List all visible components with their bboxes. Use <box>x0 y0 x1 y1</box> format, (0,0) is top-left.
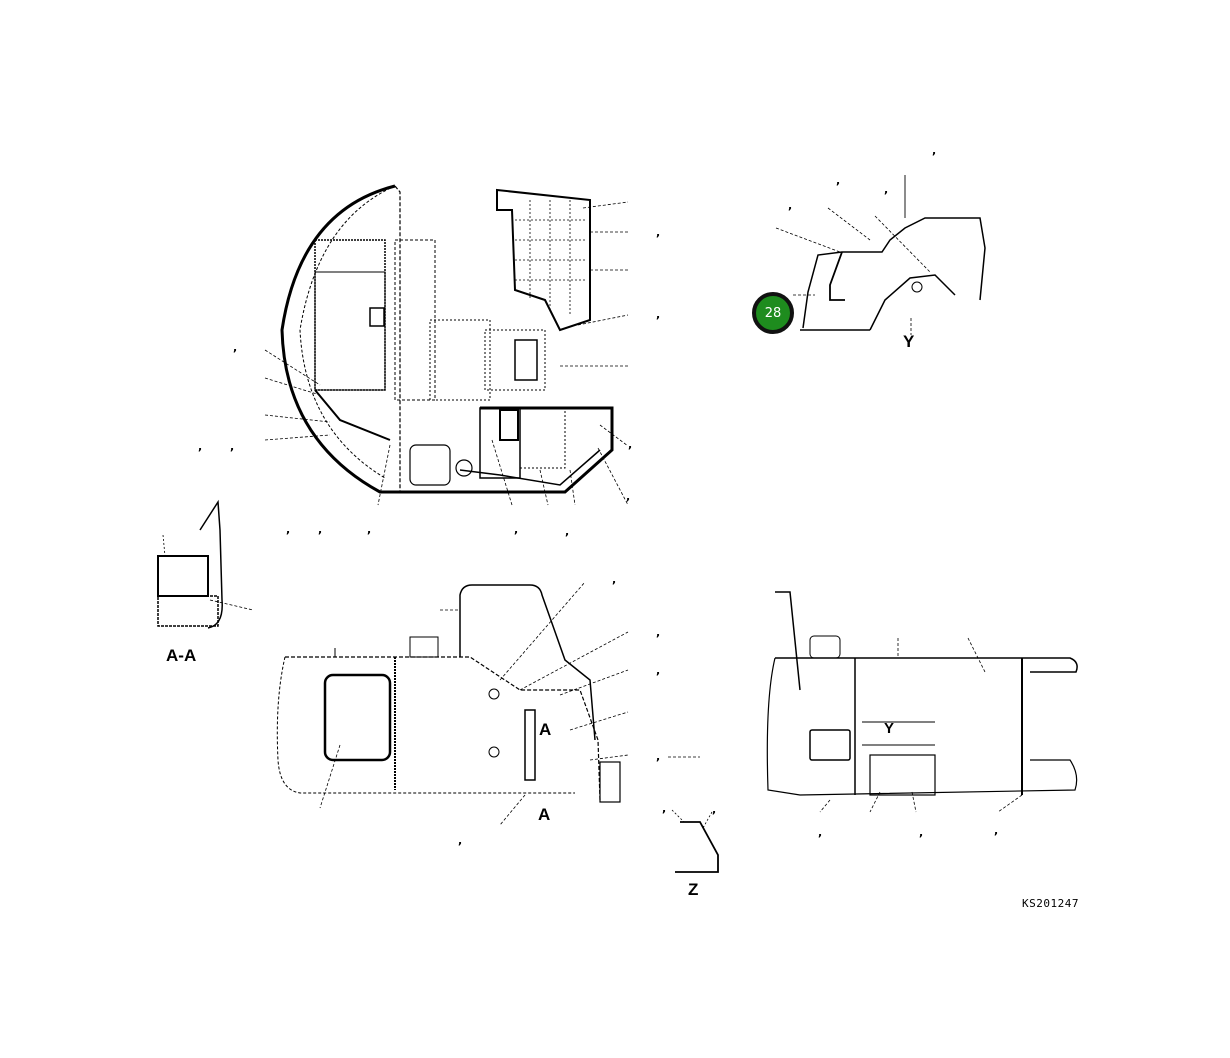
callout-number: 28 <box>764 305 782 321</box>
leader-tick: , <box>612 573 617 586</box>
leader-tick: , <box>656 308 661 321</box>
section-marker-upper: A <box>539 720 552 739</box>
leader-tick: , <box>836 174 841 187</box>
leader-tick: , <box>514 523 519 536</box>
document-code: KS201247 <box>1022 897 1079 910</box>
leader-tick: , <box>919 826 924 839</box>
top-view-drawing <box>264 184 629 506</box>
side-view-left-drawing <box>276 581 700 826</box>
leader-tick: , <box>286 523 291 536</box>
section-a-a-drawing <box>157 499 254 629</box>
leader-tick: , <box>932 144 937 157</box>
leader-tick: , <box>233 341 238 354</box>
detail-z-drawing <box>671 809 719 873</box>
side-view-right-drawing <box>766 591 1078 813</box>
leader-tick: , <box>656 750 661 763</box>
leader-tick: , <box>628 438 633 451</box>
callout-badge-28[interactable]: 28 <box>752 292 794 334</box>
leader-tick: , <box>198 440 203 453</box>
leader-tick: , <box>565 525 570 538</box>
leader-tick: , <box>656 626 661 639</box>
leader-tick: , <box>458 834 463 847</box>
leader-tick: , <box>994 824 999 837</box>
leader-tick: , <box>712 803 717 816</box>
leader-tick: , <box>656 664 661 677</box>
leader-tick: , <box>626 490 631 503</box>
detail-y-label: Y <box>903 332 915 351</box>
leader-tick: , <box>662 802 667 815</box>
detail-y-drawing <box>775 175 986 335</box>
leader-tick: , <box>318 523 323 536</box>
section-a-a-label: A-A <box>166 646 197 665</box>
leader-tick: , <box>884 183 889 196</box>
leader-tick: , <box>656 226 661 239</box>
leader-tick: , <box>788 199 793 212</box>
leader-tick: , <box>230 440 235 453</box>
detail-z-label: Z <box>688 880 699 899</box>
leader-tick: , <box>367 523 372 536</box>
leader-tick: , <box>818 826 823 839</box>
section-marker-lower: A <box>538 805 551 824</box>
y-view-arrow-label: Y <box>884 720 895 737</box>
